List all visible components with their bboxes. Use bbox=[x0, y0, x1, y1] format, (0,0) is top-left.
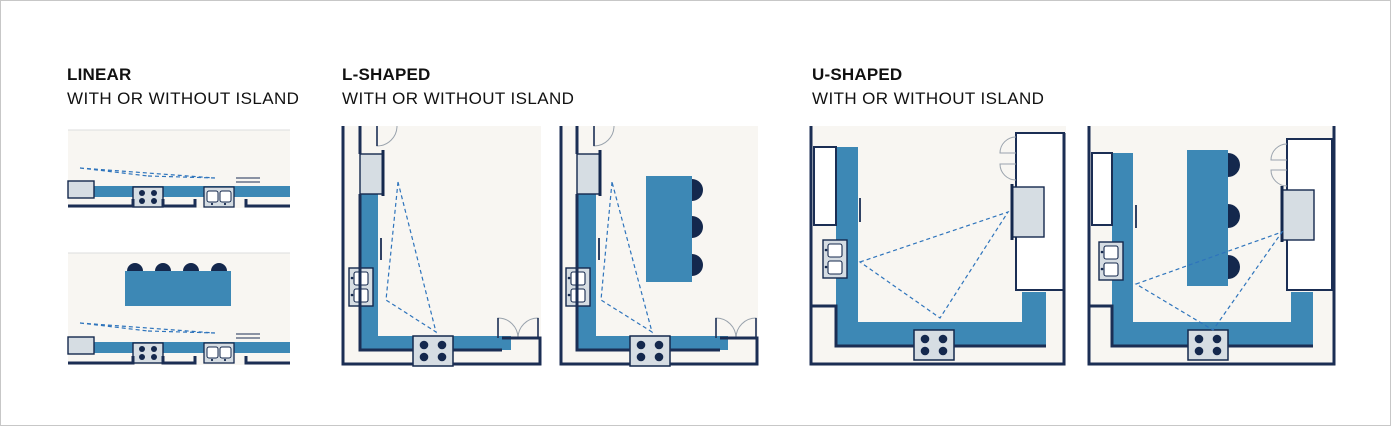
sink-icon bbox=[203, 342, 235, 364]
walls-u-shaped bbox=[809, 126, 1066, 366]
counter-u-shaped bbox=[836, 147, 1046, 346]
work-triangle bbox=[1134, 230, 1284, 331]
plan-l-shaped bbox=[341, 125, 542, 367]
heading-linear: LINEAR WITH OR WITHOUT ISLAND bbox=[67, 63, 299, 111]
counter-u-shaped-island bbox=[1112, 153, 1313, 346]
work-triangle bbox=[600, 181, 653, 334]
sink-icon bbox=[203, 186, 235, 208]
work-triangle bbox=[385, 181, 437, 334]
walls-l-shaped-island bbox=[559, 126, 759, 366]
work-triangle bbox=[79, 167, 216, 179]
plan-u-shaped-island bbox=[1087, 126, 1336, 366]
fridge-icon bbox=[359, 153, 384, 195]
walls-l-shaped bbox=[341, 126, 542, 366]
sink-icon bbox=[822, 239, 848, 279]
plan-l-shaped-island bbox=[559, 125, 759, 367]
fridge-icon bbox=[67, 180, 95, 199]
work-triangle bbox=[79, 322, 216, 334]
island bbox=[125, 271, 231, 306]
heading-u-shaped: U-SHAPED WITH OR WITHOUT ISLAND bbox=[812, 63, 1044, 111]
wall-cabinet bbox=[813, 146, 837, 226]
heading-l-shaped-title: L-SHAPED bbox=[342, 65, 431, 84]
heading-u-shaped-subtitle: WITH OR WITHOUT ISLAND bbox=[812, 89, 1045, 108]
walls-linear bbox=[68, 199, 290, 208]
range-icon bbox=[412, 335, 454, 367]
plan-linear bbox=[67, 129, 290, 208]
fridge-icon bbox=[1011, 186, 1045, 238]
island bbox=[1187, 150, 1228, 286]
door-icon bbox=[1270, 143, 1288, 187]
heading-u-shaped-title: U-SHAPED bbox=[812, 65, 903, 84]
heading-linear-subtitle: WITH OR WITHOUT ISLAND bbox=[67, 89, 300, 108]
sink-icon bbox=[1098, 241, 1124, 281]
counter-linear bbox=[94, 186, 290, 197]
wall-cabinet bbox=[1091, 152, 1113, 226]
plan-u-shaped bbox=[809, 126, 1066, 366]
walls-linear-island bbox=[68, 356, 290, 365]
counter-l-shaped bbox=[360, 192, 511, 350]
counter-linear-island bbox=[94, 342, 290, 353]
counter-l-shaped-island bbox=[577, 192, 728, 350]
plan-linear-island bbox=[67, 252, 290, 365]
range-icon bbox=[1187, 329, 1229, 361]
heading-linear-title: LINEAR bbox=[67, 65, 132, 84]
heading-l-shaped: L-SHAPED WITH OR WITHOUT ISLAND bbox=[342, 63, 574, 111]
range-icon bbox=[132, 342, 164, 364]
fridge-icon bbox=[576, 153, 601, 195]
walls-u-shaped-island bbox=[1087, 126, 1336, 366]
fridge-icon bbox=[1281, 189, 1315, 241]
range-icon bbox=[132, 186, 164, 208]
range-icon bbox=[629, 335, 671, 367]
island bbox=[646, 176, 692, 282]
door-icon bbox=[999, 136, 1017, 181]
work-triangle bbox=[858, 210, 1010, 319]
heading-l-shaped-subtitle: WITH OR WITHOUT ISLAND bbox=[342, 89, 575, 108]
range-icon bbox=[913, 329, 955, 361]
fridge-icon bbox=[67, 336, 95, 355]
